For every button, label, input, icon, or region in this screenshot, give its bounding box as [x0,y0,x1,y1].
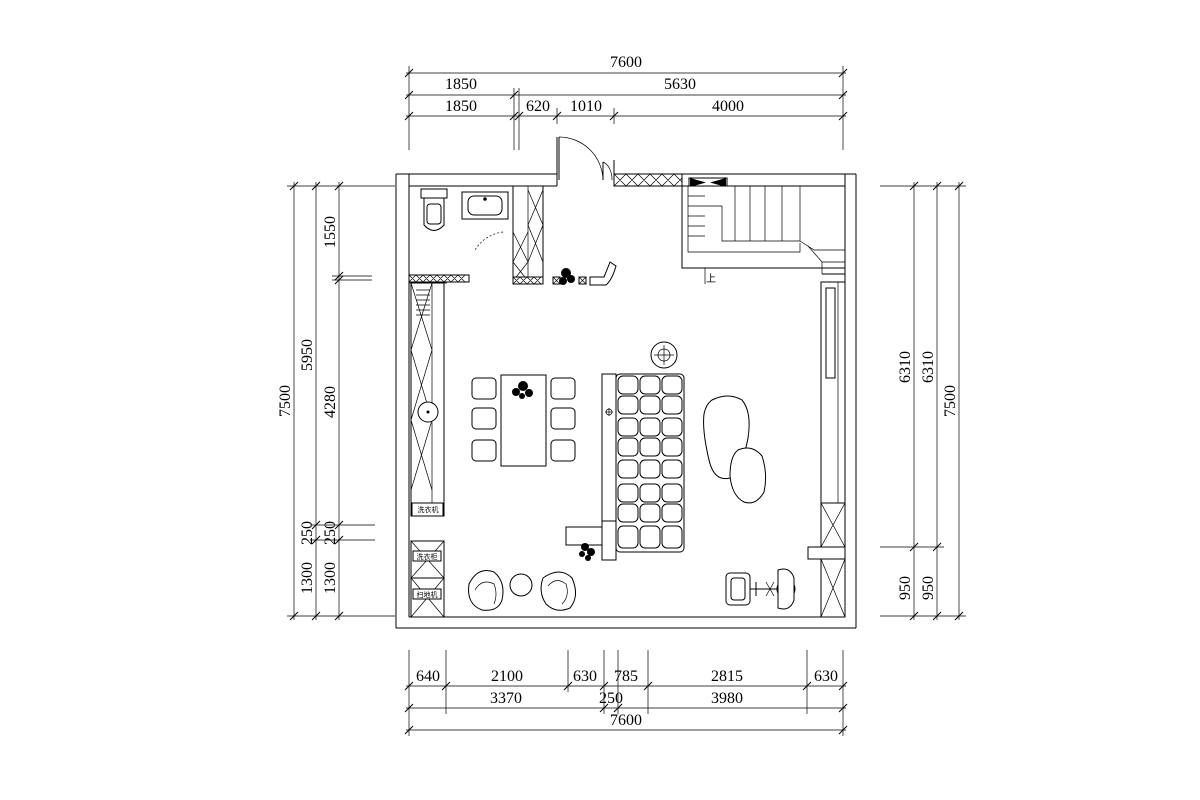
dim-bottom-inner-3: 630 [573,668,597,685]
lower-left-closets: 洗衣柜 扫地机 [410,540,445,618]
lounge-chairs [468,570,576,611]
sofa-cushions [617,375,683,549]
dim-top-mid-1: 1850 [445,76,477,93]
dim-top-inner-1: 1850 [445,98,477,115]
coffee-tables [703,395,767,504]
sofa-side-table [601,373,617,522]
dim-right-bottom-1: 950 [897,576,914,600]
top-window-hatch [613,173,683,187]
entry-decor [552,261,617,286]
closet-label-2: 扫地机 [417,590,438,599]
right-tv-cabinet [807,281,846,618]
plant-icon [512,381,533,399]
dim-left-inner-4: 1300 [322,562,339,594]
left-dimensions: 7500 5950 250 1300 1550 4280 250 1300 [277,181,395,621]
dim-left-mid-2: 250 [299,521,316,545]
dim-top-total: 7600 [610,54,642,71]
stair-entry-marker [688,177,728,188]
dim-left-inner-1: 1550 [322,216,339,248]
right-dimensions: 6310 6310 7500 950 950 [880,181,966,621]
dim-bottom-mid-1: 3370 [490,690,522,707]
dim-left-inner-2: 4280 [322,386,339,418]
dim-left-outer: 7500 [277,385,294,417]
washer-box: 洗衣机 [411,502,444,517]
entrance-door [558,136,613,181]
dim-bottom-inner-4: 785 [614,668,638,685]
toilet-icon [420,188,448,231]
dim-right-mid: 6310 [920,351,937,383]
dim-right-outer: 7500 [942,385,959,417]
plant-icon [559,268,575,285]
dim-bottom-inner-2: 2100 [491,668,523,685]
dim-left-inner-3: 250 [322,521,339,545]
dim-bottom-mid-3: 3980 [711,690,743,707]
wall-segment-lower [512,276,544,285]
staircase: 上 [681,185,846,285]
bottom-dimensions: 640 2100 630 785 2815 630 3370 250 3980 … [404,650,848,736]
dim-top-inner-4: 4000 [712,98,744,115]
closet-label-1: 洗衣柜 [417,552,438,561]
washer-label: 洗衣机 [418,505,439,514]
plant-icon [579,543,595,561]
exercise-bike-icon [725,568,796,610]
stair-up-label: 上 [706,273,716,285]
dim-top-mid-2: 5630 [664,76,696,93]
top-dimensions: 7600 1850 5630 1850 620 1010 4000 [404,54,848,150]
dim-right-bottom-2: 950 [920,576,937,600]
sectional-sofa [565,373,685,561]
bathroom-sink-icon [461,191,509,220]
kitchen-sink-icon [417,401,439,423]
dim-bottom-inner-5: 2815 [711,668,743,685]
dim-bottom-inner-1: 640 [416,668,440,685]
dim-right-inner: 6310 [897,351,914,383]
floor-lamp-icon [650,341,678,369]
dim-bottom-mid-2: 250 [599,690,623,707]
dim-top-inner-2: 620 [526,98,550,115]
dim-left-mid-1: 5950 [299,339,316,371]
dim-bottom-total: 7600 [610,712,642,729]
dining-set [471,374,576,467]
dim-bottom-inner-6: 630 [814,668,838,685]
dim-top-inner-3: 1010 [570,98,602,115]
dining-chairs [471,377,576,462]
bathroom [408,185,544,283]
left-cabinet-run: 洗衣机 [410,282,445,517]
dim-left-mid-3: 1300 [299,562,316,594]
